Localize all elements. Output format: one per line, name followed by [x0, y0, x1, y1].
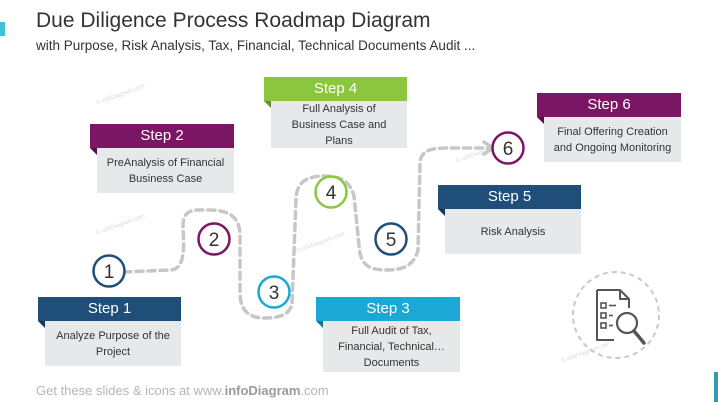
step-2-header: Step 2: [90, 124, 234, 155]
step-4: Step 4 Full Analysis of Business Case an…: [264, 77, 407, 148]
marker-6: 6: [491, 131, 525, 165]
marker-5: 5: [374, 222, 408, 256]
marker-3-label: 3: [269, 283, 280, 304]
step-6-header: Step 6: [537, 93, 681, 124]
step-3-description: Full Audit of Tax, Financial, Technical……: [323, 321, 460, 372]
step-1-description: Analyze Purpose of the Project: [45, 321, 181, 366]
left-accent-bar: [0, 22, 5, 36]
right-accent-bar: [714, 372, 718, 402]
footer-suffix: .com: [300, 383, 329, 398]
footer-prefix: Get these slides & icons at www.: [36, 383, 225, 398]
marker-1-label: 1: [104, 262, 115, 283]
step-2-description: PreAnalysis of Financial Business Case: [97, 148, 234, 193]
step-1-header: Step 1: [38, 297, 181, 328]
step-1: Step 1 Analyze Purpose of the Project: [38, 297, 181, 366]
step-6-description: Final Offering Creation and Ongoing Moni…: [544, 117, 681, 162]
step-5-header: Step 5: [438, 185, 581, 216]
marker-2: 2: [197, 222, 231, 256]
document-magnifier-icon: [572, 271, 660, 359]
step-2: Step 2 PreAnalysis of Financial Business…: [90, 124, 234, 193]
marker-6-label: 6: [503, 139, 514, 160]
step-5: Step 5 Risk Analysis: [438, 185, 581, 254]
step-4-header: Step 4: [264, 77, 407, 108]
dashed-route: [122, 146, 492, 320]
marker-4-label: 4: [326, 183, 337, 204]
step-3: Step 3 Full Audit of Tax, Financial, Tec…: [316, 297, 460, 372]
step-3-header: Step 3: [316, 297, 460, 328]
step-4-description: Full Analysis of Business Case and Plans: [271, 101, 407, 148]
footer-credit: Get these slides & icons at www.infoDiag…: [36, 383, 329, 398]
step-6: Step 6 Final Offering Creation and Ongoi…: [537, 93, 681, 162]
marker-1: 1: [92, 254, 126, 288]
step-5-description: Risk Analysis: [445, 209, 581, 254]
marker-5-label: 5: [386, 230, 397, 251]
page-subtitle: with Purpose, Risk Analysis, Tax, Financ…: [36, 38, 476, 53]
marker-2-label: 2: [209, 230, 220, 251]
footer-brand: infoDiagram: [224, 383, 301, 398]
page-title: Due Diligence Process Roadmap Diagram: [36, 9, 431, 32]
marker-4: 4: [314, 175, 348, 209]
marker-3: 3: [257, 275, 291, 309]
